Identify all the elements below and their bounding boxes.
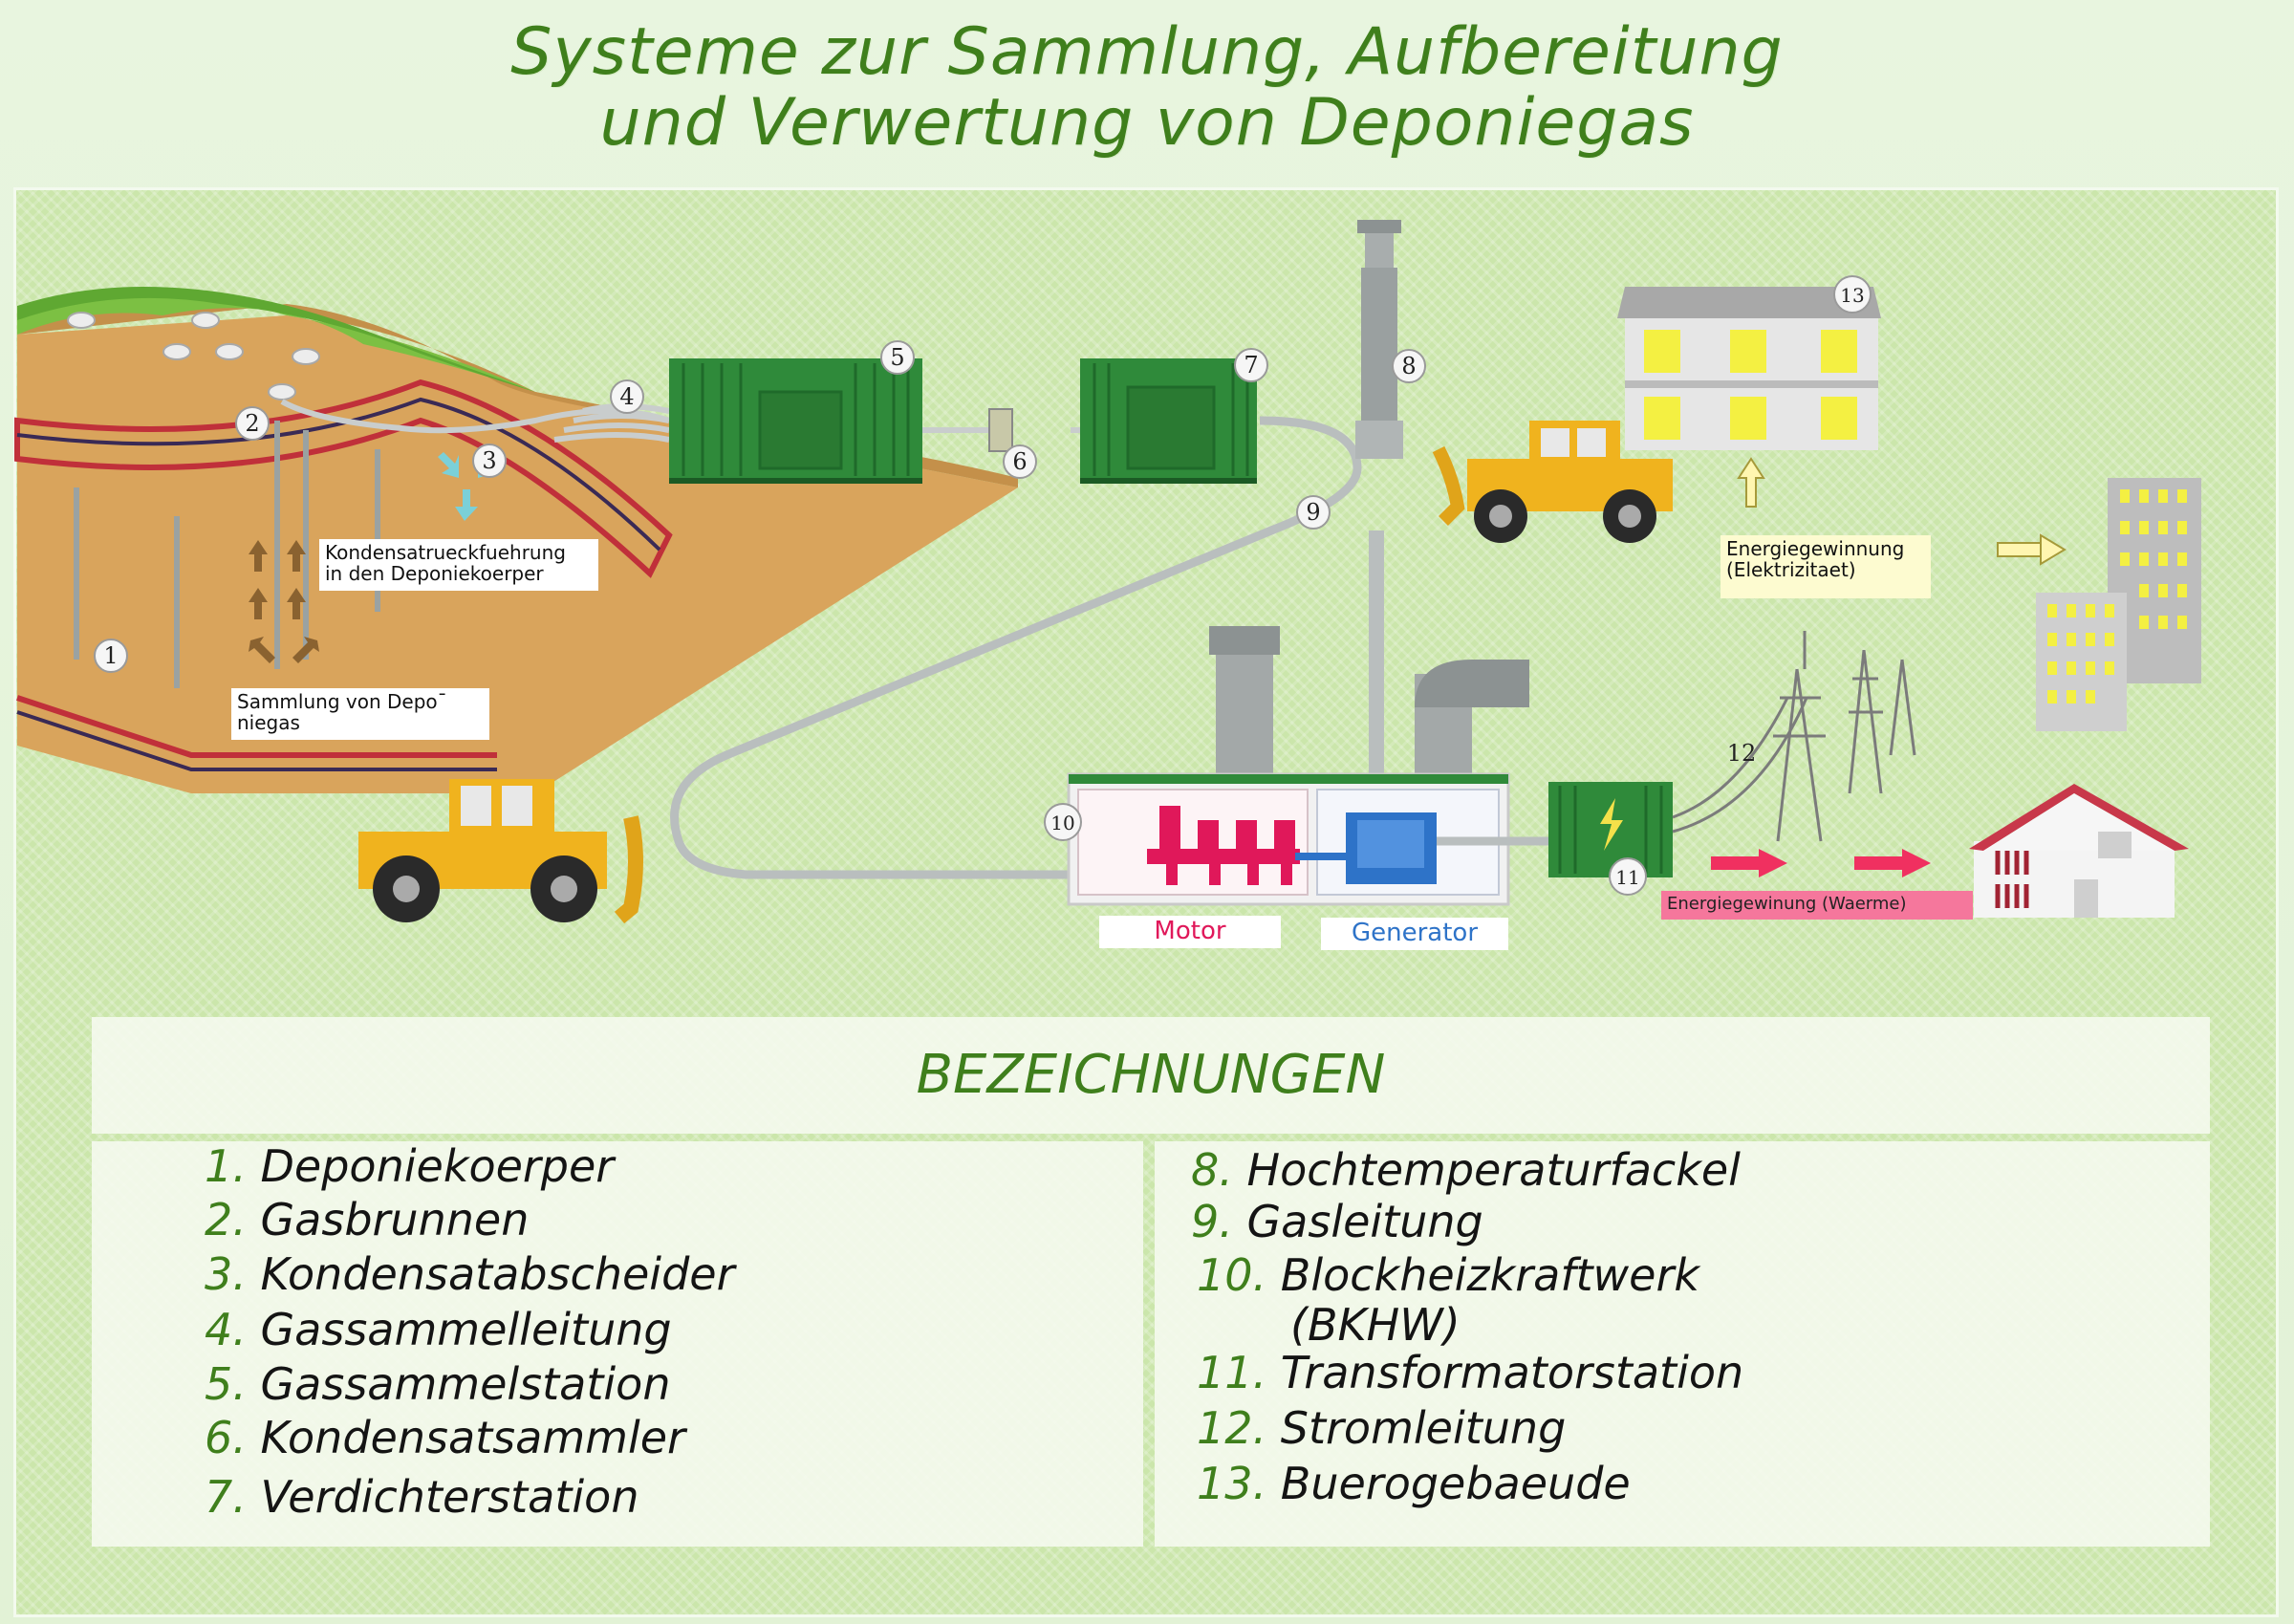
svg-text:13: 13 (1840, 284, 1864, 307)
marker-13: 13 (1833, 275, 1872, 314)
title-line-2: und Verwertung von Deponiegas (599, 85, 1695, 161)
marker-11: 11 (1609, 857, 1647, 896)
legend-item-1: 1. Deponiekoerper (205, 1140, 615, 1192)
generator-label: Generator (1321, 918, 1508, 950)
legend-right-column: 8. Hochtemperaturfackel 9. Gasleitung 10… (1155, 1141, 2210, 1547)
marker-12: 12 (1727, 740, 1757, 767)
svg-text:12: 12 (1727, 740, 1757, 767)
well-heads (67, 312, 320, 401)
legend-item-12: 12. Stromleitung (1197, 1402, 1567, 1454)
marker-7: 7 (1234, 348, 1268, 382)
marker-5: 5 (880, 340, 915, 375)
power-lines (1672, 631, 1916, 842)
marker-1: 1 (94, 639, 128, 673)
marker-9: 9 (1296, 495, 1331, 530)
legend-item-6: 6. Kondensatsammler (205, 1412, 685, 1463)
svg-text:11: 11 (1615, 866, 1639, 889)
heat-arrows (1711, 849, 1931, 877)
gas-line-9 (670, 416, 1362, 879)
svg-text:5: 5 (890, 344, 904, 371)
legend-item-9: 9. Gasleitung (1191, 1196, 1483, 1247)
legend-left-column: 1. Deponiekoerper 2. Gasbrunnen 3. Konde… (92, 1141, 1143, 1547)
callout-gas-collection: Sammlung von Depo¯ niegas (231, 688, 489, 740)
legend-item-4: 4. Gassammelleitung (205, 1304, 672, 1355)
legend-item-7: 7. Verdichterstation (205, 1471, 639, 1523)
svg-text:10: 10 (1050, 812, 1074, 834)
electricity-arrow (1997, 533, 2067, 566)
legend-item-5: 5. Gassammelstation (205, 1358, 671, 1410)
office-building (1617, 287, 1881, 508)
svg-text:7: 7 (1244, 352, 1258, 379)
legend-item-2: 2. Gasbrunnen (205, 1194, 530, 1245)
marker-6: 6 (1003, 444, 1037, 479)
svg-text:4: 4 (619, 383, 634, 410)
svg-text:3: 3 (482, 447, 496, 474)
marker-8: 8 (1392, 349, 1426, 383)
title-line-1: Systeme zur Sammlung, Aufbereitung (510, 14, 1784, 90)
condensate-collector (988, 408, 1013, 452)
page-title: Systeme zur Sammlung, Aufbereitung und V… (0, 17, 2294, 159)
callout-energy-electricity: Energiegewinnung (Elektrizitaet) (1720, 535, 1931, 598)
collection-pipes (280, 399, 1080, 443)
residential-house (1969, 784, 2189, 918)
legend-item-3: 3. Kondensatabscheider (205, 1248, 735, 1300)
svg-text:8: 8 (1401, 353, 1416, 379)
svg-text:1: 1 (103, 642, 118, 669)
chp-plant (1067, 626, 1548, 906)
legend-item-10: 10. Blockheizkraftwerk(BKHW) (1197, 1249, 1700, 1351)
marker-4: 4 (610, 379, 644, 414)
high-temperature-flare (1355, 220, 1403, 459)
compressor-station (1080, 358, 1257, 484)
legend-heading: BEZEICHNUNGEN (92, 1017, 2210, 1134)
svg-text:6: 6 (1012, 448, 1027, 475)
svg-text:9: 9 (1306, 499, 1320, 526)
city-buildings (2036, 478, 2201, 731)
marker-10: 10 (1044, 803, 1082, 841)
callout-condensate-return: Kondensatrueckfuehrung in den Deponiekoe… (319, 539, 598, 591)
gas-collection-station (669, 358, 922, 484)
legend-item-13: 13. Buerogebaeude (1197, 1458, 1631, 1509)
bulldozer-right (1432, 421, 1673, 543)
motor-label: Motor (1099, 916, 1281, 948)
bulldozer-left (358, 779, 643, 924)
svg-text:2: 2 (245, 410, 259, 437)
legend-item-11: 11. Transformatorstation (1197, 1347, 1744, 1398)
transformer-station (1548, 782, 1673, 877)
legend-item-8: 8. Hochtemperaturfackel (1191, 1144, 1741, 1196)
marker-2: 2 (235, 406, 270, 441)
marker-3: 3 (472, 444, 507, 478)
callout-energy-heat: Energiegewinung (Waerme) (1661, 891, 1973, 920)
gas-flow-arrows (249, 540, 319, 663)
